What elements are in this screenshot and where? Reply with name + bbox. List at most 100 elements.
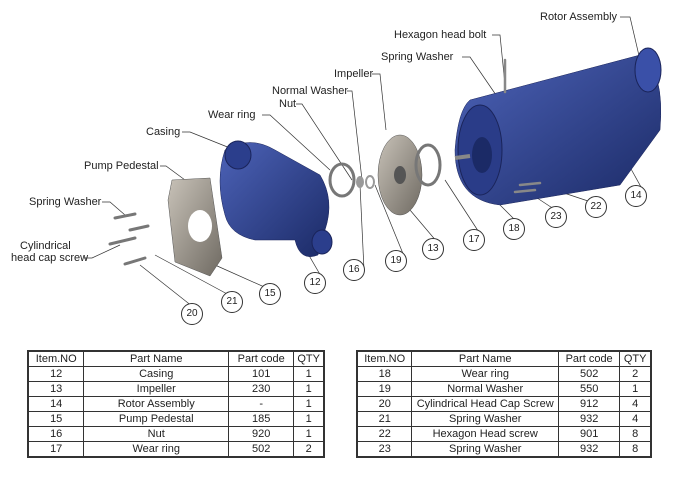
- table-cell: Rotor Assembly: [83, 396, 230, 412]
- column-header: QTY: [293, 350, 325, 367]
- table-cell: 2: [619, 366, 652, 382]
- balloon-18: 18: [503, 218, 525, 240]
- wear-ring-18: [414, 143, 442, 187]
- table-cell: 4: [619, 396, 652, 412]
- label-casing: Casing: [146, 126, 181, 138]
- column-header: Part code: [228, 350, 295, 367]
- table-cell: 12: [27, 366, 85, 382]
- column-header: Item.NO: [27, 350, 85, 367]
- casing: [219, 142, 330, 257]
- table-cell: 932: [557, 441, 621, 458]
- label-nut: Nut: [279, 98, 297, 110]
- table-cell: 20: [356, 396, 413, 412]
- table-cell: 2: [293, 441, 325, 458]
- table-cell: 8: [619, 426, 652, 442]
- column-header: Part Name: [411, 350, 559, 367]
- table-cell: Casing: [83, 366, 230, 382]
- table-cell: 1: [293, 366, 325, 382]
- cylindrical-head-cap-screws: [108, 212, 150, 266]
- label-impeller: Impeller: [334, 68, 374, 80]
- table-cell: 15: [27, 411, 85, 427]
- balloon-21: 21: [221, 291, 243, 313]
- table-cell: 14: [27, 396, 85, 412]
- column-header: QTY: [619, 350, 652, 367]
- table-cell: 502: [557, 366, 621, 382]
- table-cell: 18: [356, 366, 413, 382]
- table-cell: 13: [27, 381, 85, 397]
- label-hexagon-head-bolt: Hexagon head bolt: [394, 29, 487, 41]
- table-cell: Nut: [83, 426, 230, 442]
- label-normal-washer: Normal Washer: [272, 85, 348, 97]
- balloon-19: 19: [385, 250, 407, 272]
- table-cell: 920: [228, 426, 295, 442]
- balloon-12: 12: [304, 272, 326, 294]
- table-cell: 932: [557, 411, 621, 427]
- table-cell: 19: [356, 381, 413, 397]
- label-pump-pedestal: Pump Pedestal: [84, 160, 159, 172]
- balloon-13: 13: [422, 238, 444, 260]
- table-cell: Impeller: [83, 381, 230, 397]
- column-header: Item.NO: [356, 350, 413, 367]
- balloon-15: 15: [259, 283, 281, 305]
- table-cell: 22: [356, 426, 413, 442]
- normal-washer: [365, 175, 375, 189]
- wear-ring-17: [328, 162, 356, 198]
- table-cell: Wear ring: [411, 366, 559, 382]
- table-cell: 1: [293, 381, 325, 397]
- balloon-20: 20: [181, 303, 203, 325]
- table-cell: 17: [27, 441, 85, 458]
- table-cell: 230: [228, 381, 295, 397]
- balloon-23: 23: [545, 206, 567, 228]
- hexagon-head-bolts: [503, 58, 542, 194]
- table-cell: 901: [557, 426, 621, 442]
- balloon-22: 22: [585, 196, 607, 218]
- table-cell: 23: [356, 441, 413, 458]
- table-cell: Spring Washer: [411, 411, 559, 427]
- table-cell: 1: [293, 396, 325, 412]
- label-spring-washer-top: Spring Washer: [381, 51, 454, 63]
- table-cell: 8: [619, 441, 652, 458]
- table-cell: 912: [557, 396, 621, 412]
- table-cell: 185: [228, 411, 295, 427]
- table-cell: 1: [293, 411, 325, 427]
- column-header: Part code: [557, 350, 621, 367]
- column-header: Part Name: [83, 350, 230, 367]
- balloon-16: 16: [343, 259, 365, 281]
- table-cell: Pump Pedestal: [83, 411, 230, 427]
- table-cell: Cylindrical Head Cap Screw: [411, 396, 559, 412]
- label-wear-ring: Wear ring: [208, 109, 256, 121]
- balloon-17: 17: [463, 229, 485, 251]
- label-spring-washer-left: Spring Washer: [29, 196, 102, 208]
- table-cell: Normal Washer: [411, 381, 559, 397]
- table-cell: 21: [356, 411, 413, 427]
- table-cell: Hexagon Head screw: [411, 426, 559, 442]
- label-head-cap-screw: head cap screw: [11, 252, 89, 264]
- table-cell: 101: [228, 366, 295, 382]
- balloon-14: 14: [625, 185, 647, 207]
- table-cell: -: [228, 396, 295, 412]
- nut: [356, 176, 364, 188]
- table-cell: 502: [228, 441, 295, 458]
- table-cell: 1: [619, 381, 652, 397]
- table-cell: 4: [619, 411, 652, 427]
- table-cell: 550: [557, 381, 621, 397]
- table-cell: Wear ring: [83, 441, 230, 458]
- table-cell: 16: [27, 426, 85, 442]
